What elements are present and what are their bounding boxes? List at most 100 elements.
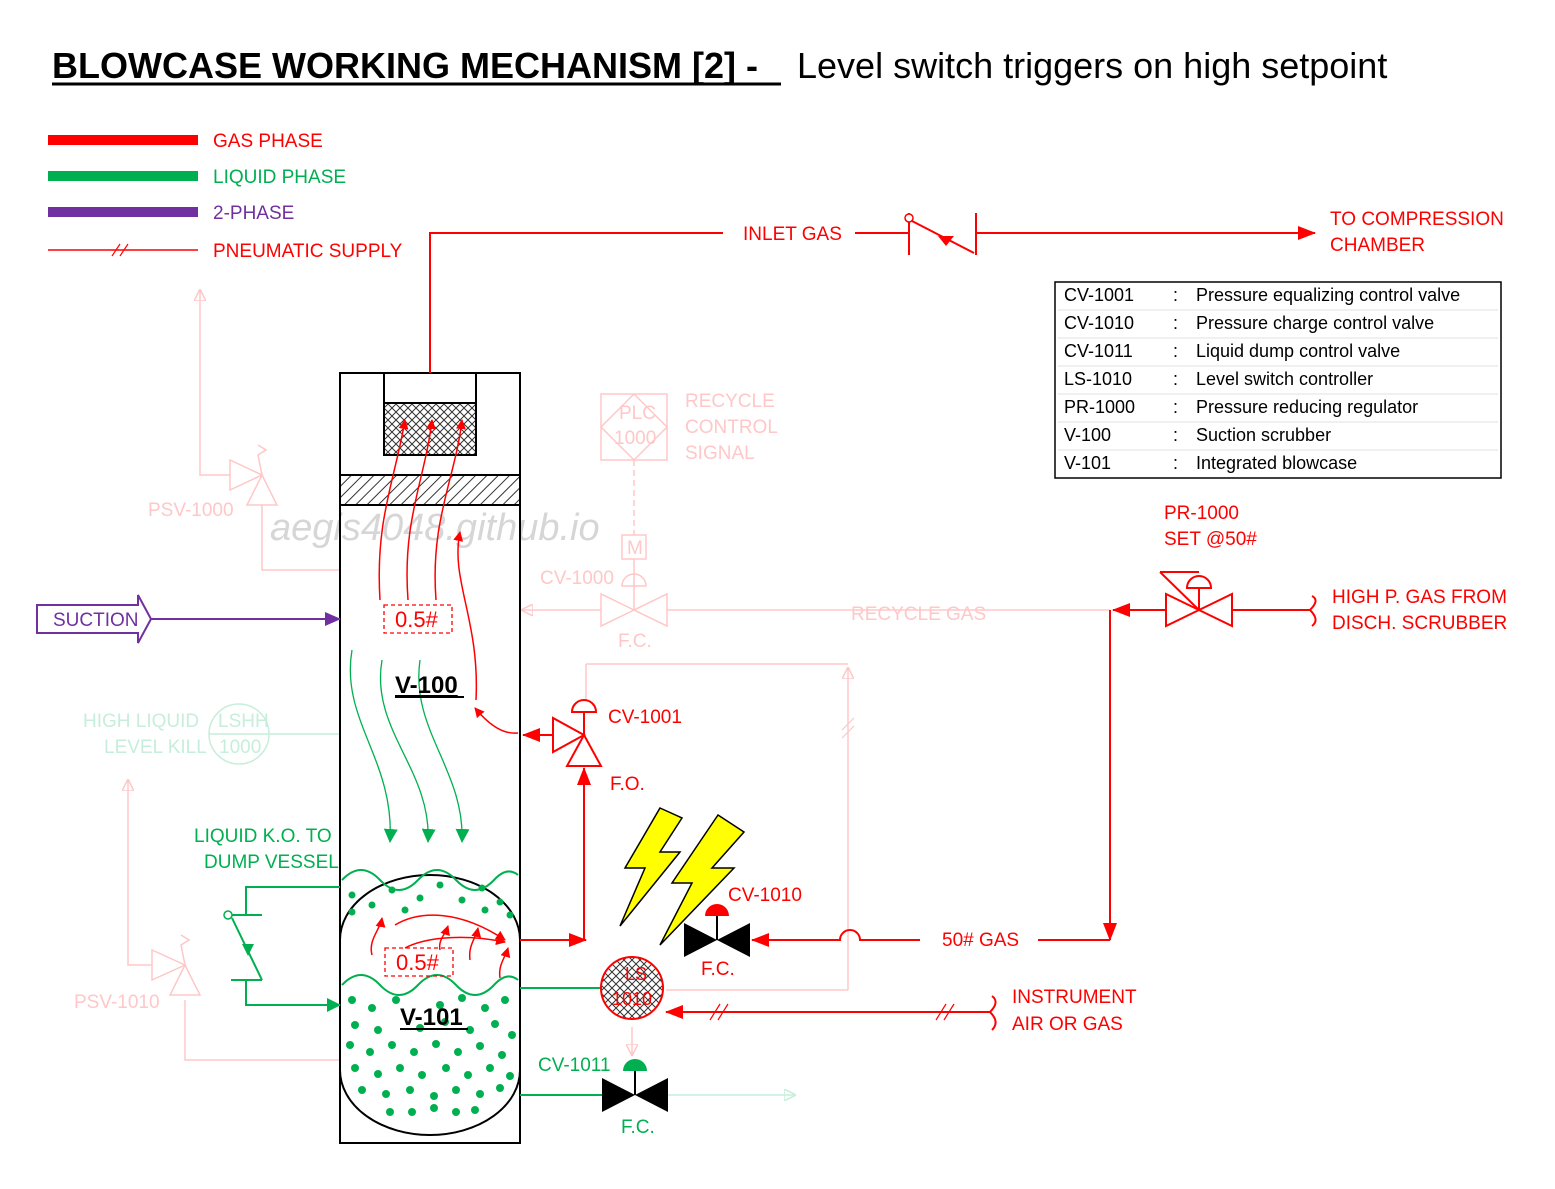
tag-table: CV-1001 : Pressure equalizing control va… — [1054, 281, 1502, 479]
tag-row-sep: : — [1173, 425, 1178, 445]
tag-row-sep: : — [1173, 369, 1178, 389]
tag-row-sep: : — [1173, 341, 1178, 361]
tag-row-sep: : — [1173, 313, 1178, 333]
cv-1001-label: CV-1001 — [608, 707, 682, 728]
liquid-droplets-v101 — [346, 994, 516, 1116]
cv-1000-fail: F.C. — [618, 631, 652, 652]
title-sub: Level switch triggers on high setpoint — [797, 45, 1387, 86]
tag-row-sep: : — [1173, 285, 1178, 305]
cv-1010-fail: F.C. — [701, 959, 735, 980]
liquid-ko-label-1: LIQUID K.O. TO — [194, 826, 332, 847]
tag-row-desc: Pressure equalizing control valve — [1196, 285, 1460, 305]
tag-row-desc: Pressure reducing regulator — [1196, 397, 1418, 417]
gas-flow-v101 — [370, 914, 511, 979]
charge-gas-line — [751, 929, 920, 947]
blowcase-lower-head — [339, 1069, 521, 1136]
v100-pressure-box — [383, 604, 453, 634]
mist-extractor-housing — [383, 372, 477, 404]
tag-row-desc: Integrated blowcase — [1196, 453, 1357, 473]
cv-1010-valve — [684, 904, 750, 957]
legend-2phase-label: 2-PHASE — [213, 203, 294, 224]
suction-inlet-arrow — [36, 594, 153, 644]
plc-label-1: PLC — [619, 403, 656, 424]
ls-label-1: LS — [625, 964, 647, 984]
ls-1010 — [600, 956, 664, 1020]
v101-label: V-101 — [400, 1004, 463, 1031]
tag-row-tag: V-101 — [1064, 453, 1111, 473]
pr-1000-label-2: SET @50# — [1164, 529, 1257, 550]
title-main: BLOWCASE WORKING MECHANISM [2] - — [52, 45, 758, 86]
legend: GAS PHASE LIQUID PHASE 2-PHASE PNEUMATIC… — [48, 131, 403, 262]
cv-1011-fail: F.C. — [621, 1117, 655, 1138]
liquid-ko-check-valve — [223, 910, 263, 981]
psv-1010-valve — [151, 934, 202, 996]
motor-label: M — [627, 538, 643, 559]
v100-label: V-100 — [395, 672, 458, 699]
vessel-divider-plate — [339, 474, 521, 506]
high-liquid-label-2: LEVEL KILL — [104, 737, 207, 758]
cv-1000-valve — [600, 592, 668, 628]
legend-gas-label: GAS PHASE — [213, 131, 323, 152]
pr-1000-label-1: PR-1000 — [1164, 503, 1239, 524]
to-compression-label-2: CHAMBER — [1330, 235, 1425, 256]
cv-1000-label: CV-1000 — [540, 568, 614, 589]
tag-row-desc: Suction scrubber — [1196, 425, 1331, 445]
instrument-label-2: AIR OR GAS — [1012, 1014, 1123, 1035]
to-compression-label-1: TO COMPRESSION — [1330, 209, 1504, 230]
check-valve — [904, 213, 977, 255]
psv-1000-label: PSV-1000 — [148, 500, 234, 521]
inlet-gas-line — [429, 232, 723, 373]
tag-row-tag: CV-1011 — [1064, 341, 1133, 361]
faded-elements: PSV-1000 PLC 1000 RECYCLE CONTROL SIGNAL… — [74, 290, 1110, 1095]
ls-label-2: 1010 — [612, 989, 652, 1009]
tag-row-tag: CV-1001 — [1064, 285, 1134, 305]
recycle-control-label-2: CONTROL — [685, 417, 778, 438]
high-liquid-label-1: HIGH LIQUID — [83, 711, 199, 732]
v101-pressure-box — [384, 947, 454, 977]
blowcase-upper-head — [339, 874, 521, 941]
high-p-gas-label-2: DISCH. SCRUBBER — [1332, 613, 1507, 634]
recycle-control-label-3: SIGNAL — [685, 443, 755, 464]
plc-label-2: 1000 — [614, 428, 656, 449]
v100-liquid-surface — [341, 869, 519, 891]
recycle-gas-label: RECYCLE GAS — [851, 604, 986, 625]
liquid-ko-label-2: DUMP VESSEL — [204, 852, 339, 873]
cv-1001-fail: F.O. — [610, 774, 645, 795]
high-p-gas-label-1: HIGH P. GAS FROM — [1332, 587, 1507, 608]
pr-1000-valve — [1159, 571, 1233, 628]
tag-row-tag: CV-1010 — [1064, 313, 1134, 333]
tag-row-sep: : — [1173, 453, 1178, 473]
psv-1000-valve — [229, 444, 279, 506]
legend-liquid-label: LIQUID PHASE — [213, 167, 346, 188]
gas-50-label: 50# GAS — [942, 930, 1019, 951]
tag-row-tag: V-100 — [1064, 425, 1111, 445]
tag-row-desc: Level switch controller — [1196, 369, 1373, 389]
lshh-label-2: 1000 — [219, 737, 261, 758]
gas-flow-v100 — [378, 419, 519, 734]
high-p-gas-supply — [1232, 595, 1317, 627]
tag-row-desc: Pressure charge control valve — [1196, 313, 1434, 333]
cv-1001-valve — [552, 699, 603, 767]
tag-row-sep: : — [1173, 397, 1178, 417]
v101-pressure: 0.5# — [396, 950, 440, 975]
liquid-droplets-v100 — [348, 881, 514, 919]
liquid-ko-out — [245, 980, 341, 1012]
tag-row-tag: PR-1000 — [1064, 397, 1135, 417]
watermark: aegis4048.github.io — [270, 507, 600, 549]
v101-liquid-surface — [341, 974, 519, 996]
tag-row-tag: LS-1010 — [1064, 369, 1132, 389]
cv-1011-label: CV-1011 — [538, 1055, 611, 1076]
legend-pneumatic-label: PNEUMATIC SUPPLY — [213, 241, 403, 262]
mist-extractor — [383, 402, 477, 456]
psv-1010-label: PSV-1010 — [74, 992, 160, 1013]
liquid-ko-in — [245, 886, 340, 915]
lshh-label-1: LSHH — [218, 711, 269, 732]
recycle-control-label-1: RECYCLE — [685, 391, 775, 412]
vessel — [339, 372, 521, 1144]
cv-1011-valve — [602, 1059, 668, 1112]
lightning-icon — [619, 807, 746, 946]
v100-pressure: 0.5# — [395, 607, 439, 632]
instrument-label-1: INSTRUMENT — [1012, 987, 1137, 1008]
cv-1010-label: CV-1010 — [728, 885, 802, 906]
